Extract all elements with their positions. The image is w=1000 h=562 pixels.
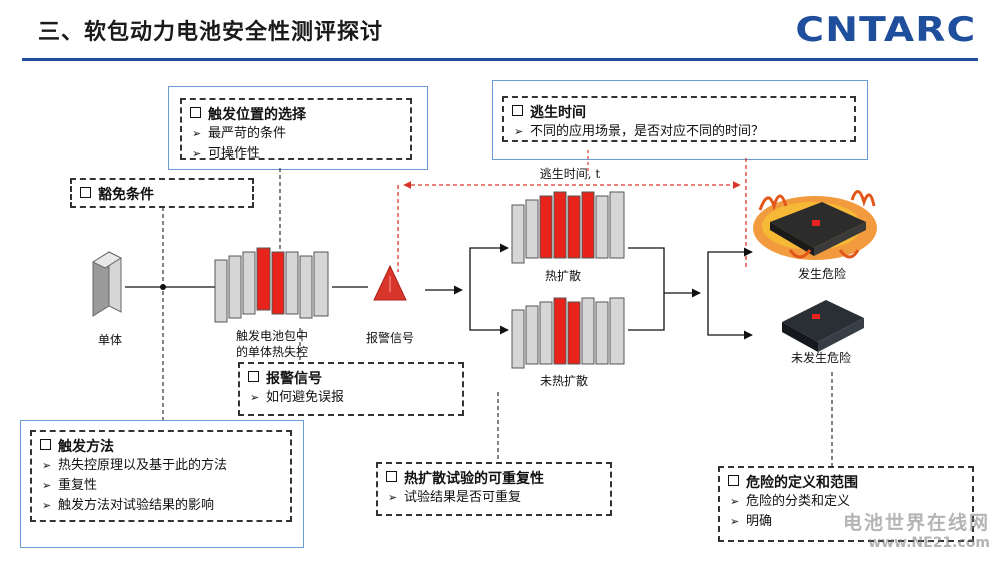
box-alarm-signal-title: 报警信号 bbox=[248, 368, 454, 388]
single-cell-icon bbox=[91, 251, 123, 317]
arrow-bullet-icon: ➢ bbox=[42, 499, 52, 512]
list-item: ➢触发方法对试验结果的影响 bbox=[40, 496, 282, 516]
box-trigger-position: 触发位置的选择 ➢最严苛的条件 ➢可操作性 bbox=[180, 98, 412, 161]
brand-logo: CNTARC bbox=[794, 10, 976, 50]
flow-lines bbox=[125, 243, 753, 340]
arrow-bullet-icon: ➢ bbox=[42, 459, 52, 472]
checkbox-square-icon bbox=[40, 439, 51, 450]
arrow-bullet-icon: ➢ bbox=[192, 127, 202, 140]
box-trigger-method-title: 触发方法 bbox=[40, 436, 282, 456]
no-spread-label: 未热扩散 bbox=[539, 374, 588, 388]
alarm-triangle-icon bbox=[373, 264, 407, 301]
trigger-pack-label-line2: 的单体热失控 bbox=[235, 345, 308, 359]
arrow-bullet-icon: ➢ bbox=[42, 479, 52, 492]
watermark-line2: www.NE21.com bbox=[868, 535, 990, 551]
list-item: ➢最严苛的条件 bbox=[190, 124, 402, 144]
list-item: ➢热失控原理以及基于此的方法 bbox=[40, 456, 282, 476]
checkbox-square-icon bbox=[248, 371, 259, 382]
box-danger-definition: 危险的定义和范围 ➢危险的分类和定义 ➢明确 bbox=[718, 466, 974, 542]
box-escape-time: 逃生时间 ➢不同的应用场景，是否对应不同的时间？ bbox=[502, 96, 856, 142]
box-escape-time-title: 逃生时间 bbox=[512, 102, 846, 122]
watermark-line1: 电池世界在线网 bbox=[842, 512, 990, 534]
arrow-bullet-icon: ➢ bbox=[250, 391, 260, 404]
box-trigger-method: 触发方法 ➢热失控原理以及基于此的方法 ➢重复性 ➢触发方法对试验结果的影响 bbox=[30, 430, 292, 522]
arrow-bullet-icon: ➢ bbox=[192, 147, 202, 160]
checkbox-square-icon bbox=[512, 105, 523, 116]
arrow-bullet-icon: ➢ bbox=[514, 125, 524, 138]
checkbox-square-icon bbox=[386, 471, 397, 482]
single-cell-label: 单体 bbox=[97, 333, 122, 347]
box-trigger-position-title: 触发位置的选择 bbox=[190, 104, 402, 124]
burning-battery-icon bbox=[753, 190, 877, 260]
checkbox-square-icon bbox=[728, 475, 739, 486]
spread-label: 热扩散 bbox=[544, 269, 581, 283]
header-divider bbox=[22, 58, 978, 61]
list-item: ➢可操作性 bbox=[190, 144, 402, 164]
trigger-pack-icon bbox=[214, 247, 329, 323]
intact-battery-icon bbox=[782, 300, 864, 352]
trigger-pack-label-line1: 触发电池包中 bbox=[235, 329, 308, 343]
page-title: 三、软包动力电池安全性测评探讨 bbox=[38, 20, 384, 45]
list-item: ➢试验结果是否可重复 bbox=[386, 488, 602, 508]
arrow-bullet-icon: ➢ bbox=[730, 515, 740, 528]
box-alarm-signal: 报警信号 ➢如何避免误报 bbox=[238, 362, 464, 416]
list-item: ➢不同的应用场景，是否对应不同的时间？ bbox=[512, 122, 846, 142]
checkbox-square-icon bbox=[190, 107, 201, 118]
no-danger-label: 未发生危险 bbox=[790, 351, 851, 365]
box-repeatability: 热扩散试验的可重复性 ➢试验结果是否可重复 bbox=[376, 462, 612, 516]
arrow-bullet-icon: ➢ bbox=[730, 495, 740, 508]
watermark: 电池世界在线网 www.NE21.com bbox=[780, 508, 990, 551]
danger-label: 发生危险 bbox=[797, 267, 846, 281]
box-exemption-title: 豁免条件 bbox=[80, 184, 244, 204]
list-item: ➢危险的分类和定义 bbox=[728, 492, 964, 512]
junction-dot bbox=[160, 284, 166, 290]
escape-time-label: 逃生时间, t bbox=[539, 167, 601, 181]
box-repeatability-title: 热扩散试验的可重复性 bbox=[386, 468, 602, 488]
box-danger-definition-title: 危险的定义和范围 bbox=[728, 472, 964, 492]
no-spread-pack-icon bbox=[511, 297, 625, 369]
spread-pack-icon bbox=[511, 191, 625, 264]
box-exemption: 豁免条件 bbox=[70, 178, 254, 208]
list-item: ➢重复性 bbox=[40, 476, 282, 496]
arrow-bullet-icon: ➢ bbox=[388, 491, 398, 504]
alarm-label: 报警信号 bbox=[365, 331, 414, 345]
checkbox-square-icon bbox=[80, 187, 91, 198]
list-item: ➢明确 bbox=[728, 512, 964, 532]
dashed-connectors bbox=[162, 168, 833, 466]
list-item: ➢如何避免误报 bbox=[248, 388, 454, 408]
